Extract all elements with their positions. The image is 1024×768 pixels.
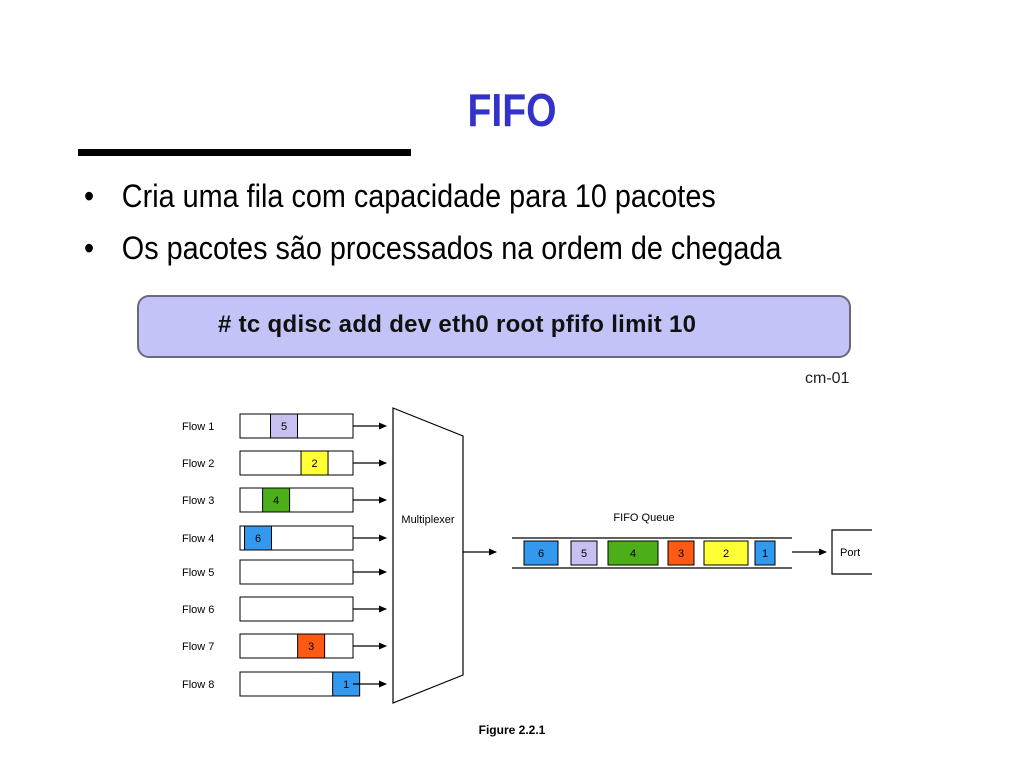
queue-packet [667, 540, 695, 566]
queue-packet-number: 6 [538, 548, 544, 560]
flow-label: Flow 6 [182, 604, 214, 616]
flow-packet [262, 487, 291, 513]
flow-label: Flow 5 [182, 567, 214, 579]
queue-packet-number: 2 [723, 548, 729, 560]
command-id: cm-01 [805, 370, 850, 387]
flow-packet-number: 3 [308, 641, 314, 653]
bullet-list: • Cria uma fila com capacidade para 10 pa… [84, 170, 859, 274]
queue-packet [754, 540, 776, 566]
queue-packet [570, 540, 598, 566]
bullet-item: • Os pacotes são processados na ordem de … [84, 222, 781, 274]
slide-title: FIFO [467, 84, 557, 136]
queue-packet-number: 5 [581, 548, 587, 560]
flow-buffer [239, 633, 354, 659]
flow-buffer [239, 450, 354, 476]
queue-label: FIFO Queue [613, 512, 674, 524]
port-label: Port [840, 547, 860, 559]
queue-packet-number: 3 [678, 548, 684, 560]
flow-label: Flow 3 [182, 495, 214, 507]
bullet-item: • Cria uma fila com capacidade para 10 pa… [84, 170, 781, 222]
command-text: # tc qdisc add dev eth0 root pfifo limit… [218, 311, 697, 338]
flow-label: Flow 7 [182, 641, 214, 653]
flow-packet-number: 1 [343, 679, 349, 691]
title-underline [78, 149, 411, 156]
queue-packet [607, 540, 659, 566]
flow-label: Flow 8 [182, 679, 214, 691]
queue-packet [703, 540, 749, 566]
flow-packet-number: 4 [273, 495, 279, 507]
flow-packet [244, 525, 273, 551]
flow-label: Flow 2 [182, 458, 214, 470]
queue-packet [523, 540, 559, 566]
flow-buffer [239, 596, 354, 622]
flow-buffer [239, 559, 354, 585]
flow-packet-number: 2 [311, 458, 317, 470]
flow-packet [300, 450, 329, 476]
bullet-text: Os pacotes são processados na ordem de c… [121, 230, 782, 266]
bullet-text: Cria uma fila com capacidade para 10 pac… [121, 178, 716, 214]
queue-packet-number: 4 [630, 548, 636, 560]
queue-packet-number: 1 [762, 548, 768, 560]
command-box [137, 295, 851, 358]
flow-packet-number: 5 [281, 421, 287, 433]
figure-caption: Figure 2.2.1 [478, 723, 546, 737]
flow-packet [270, 413, 299, 439]
flow-label: Flow 4 [182, 533, 214, 545]
multiplexer-shape [392, 407, 464, 704]
flow-packet [297, 633, 326, 659]
bullet-glyph: • [84, 230, 95, 266]
flow-packet-number: 6 [255, 533, 261, 545]
port-box [831, 529, 872, 575]
bullet-glyph: • [84, 178, 95, 214]
flow-buffer [239, 487, 354, 513]
queue-layer: 6 5 4 3 2 1 [523, 540, 776, 566]
multiplexer-label: Multiplexer [401, 514, 455, 526]
flow-label: Flow 1 [182, 421, 214, 433]
